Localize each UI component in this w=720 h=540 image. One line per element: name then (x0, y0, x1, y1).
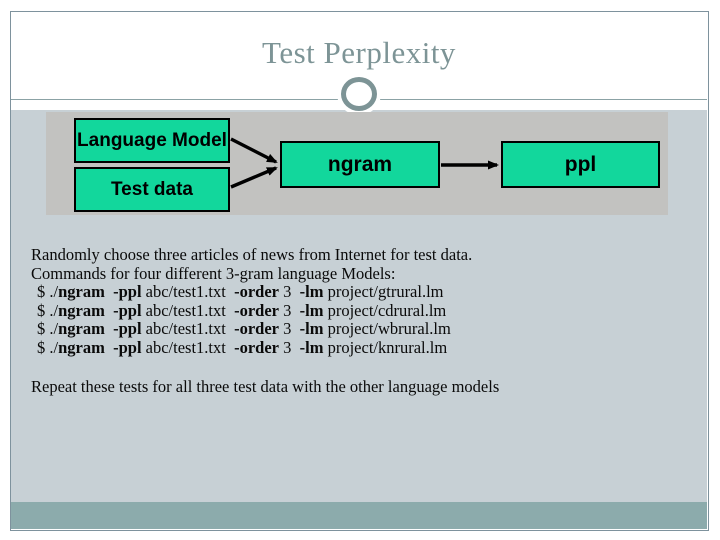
command-line: $ ./ngram -ppl abc/test1.txt -order 3 -l… (37, 282, 444, 302)
diagram-box-label: Test data (110, 178, 193, 200)
diagram-box-language-model: Language Model (74, 118, 230, 163)
command-line: $ ./ngram -ppl abc/test1.txt -order 3 -l… (37, 337, 448, 357)
diagram-box-test-data: Test data (74, 167, 230, 212)
arrow-language-model-to-ngram (230, 137, 278, 164)
command-line: $ ./ngram -ppl abc/test1.txt -order 3 -l… (37, 319, 451, 339)
body-text-block: Randomly choose three articles of news f… (31, 245, 681, 358)
intro-line-1: Randomly choose three articles of news f… (31, 245, 473, 264)
intro-line-2: Commands for four different 3-gram langu… (31, 263, 396, 283)
slide-title: Test Perplexity (262, 35, 456, 70)
diagram-box-ppl: ppl (501, 141, 660, 188)
diagram-box-label: Language Model (77, 129, 227, 151)
diagram-box-label: ppl (564, 152, 597, 176)
footer-band (11, 502, 707, 529)
command-line: $ ./ngram -ppl abc/test1.txt -order 3 -l… (37, 300, 447, 320)
diagram-box-ngram: ngram (280, 141, 440, 188)
command-list: $ ./ngram -ppl abc/test1.txt -order 3 -l… (31, 282, 681, 357)
flow-arrows (230, 137, 499, 189)
diagram-box-label: ngram (327, 152, 393, 176)
closing-line: Repeat these tests for all three test da… (31, 377, 500, 396)
arrow-test-data-to-ngram (230, 166, 278, 189)
circle-ornament-icon (341, 77, 377, 111)
